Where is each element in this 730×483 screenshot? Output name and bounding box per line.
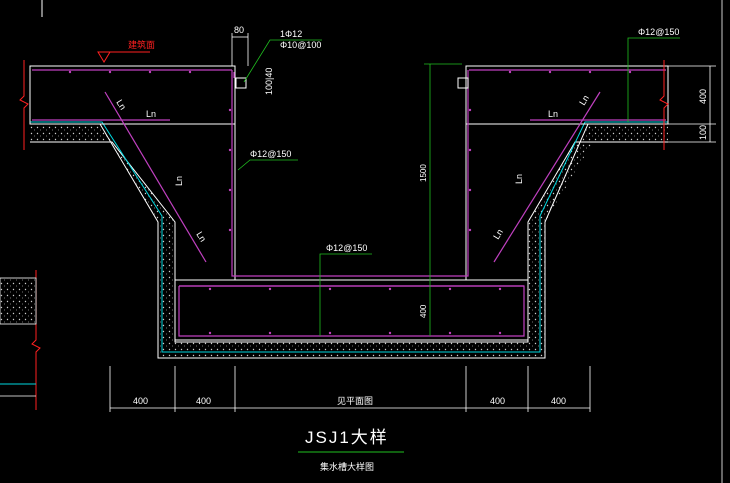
rebar-2: Φ10@100 (280, 40, 321, 50)
right-dim-lines (668, 65, 716, 143)
rebar-right-top: Φ12@150 (638, 27, 679, 37)
drawing-subtitle: 集水槽大样图 (320, 461, 374, 472)
bottom-dim-4: 400 (490, 396, 505, 406)
dim-100-40: 100|40 (264, 68, 274, 95)
dim-right-100: 100 (698, 125, 708, 140)
top-annotation-label: 建筑面 (128, 39, 155, 50)
bottom-dim-3: 见平面图 (337, 396, 373, 406)
ln-label-e: Ln (577, 93, 591, 107)
rebar-dots (68, 70, 632, 335)
rebar-bottom: Φ12@150 (326, 243, 367, 253)
ln-label-g: Ln (514, 174, 524, 184)
drawing-title: JSJ1大样 (305, 428, 389, 447)
rebar-left-mid: Φ12@150 (250, 149, 291, 159)
stirrup-left (235, 77, 247, 89)
dim-400-v: 400 (419, 304, 428, 318)
leader-lines (237, 37, 680, 336)
rebar-group (32, 69, 666, 337)
concrete-outline (30, 123, 668, 359)
cyan-boundary (30, 121, 668, 353)
top-annotation: 建筑面 (97, 39, 155, 63)
rebar-1: 1Φ12 (280, 29, 302, 39)
ln-label-c: Ln (174, 176, 184, 186)
ln-label-a: Ln (114, 98, 128, 112)
dim-right-400: 400 (698, 89, 708, 104)
break-lines (19, 60, 669, 410)
concrete-outline-inner (30, 141, 668, 341)
dim-80: 80 (234, 25, 244, 35)
trench-liner (100, 124, 593, 358)
bottom-dim-lines (109, 366, 591, 412)
dim-1500: 1500 (419, 164, 428, 182)
ln-label-d: Ln (194, 230, 208, 244)
bottom-dim-1: 400 (133, 396, 148, 406)
bottom-dim-5: 400 (551, 396, 566, 406)
ln-label-h: Ln (491, 227, 505, 241)
ln-label-f: Ln (548, 109, 558, 119)
left-edge-section (0, 277, 37, 325)
trench-bottom-slab (174, 279, 529, 343)
left-slab (29, 65, 236, 125)
ln-label-b: Ln (146, 109, 156, 119)
stirrup-right (457, 77, 469, 89)
dim-80-lines (231, 33, 249, 66)
right-slab (465, 65, 669, 125)
bottom-dim-2: 400 (196, 396, 211, 406)
